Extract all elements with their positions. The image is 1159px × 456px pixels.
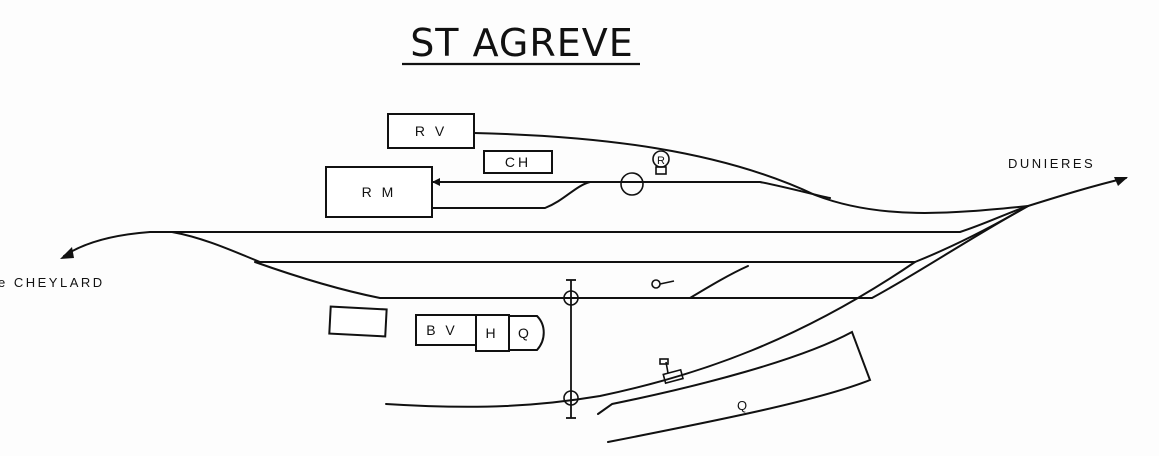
siding-rm-upper xyxy=(431,181,831,199)
building-small xyxy=(328,305,388,338)
signal-icon xyxy=(651,279,661,289)
building-bv xyxy=(415,314,477,346)
destination-dunieres: DUNIERES xyxy=(1008,156,1095,171)
loading-gauge-top xyxy=(659,358,669,365)
crossing-gate-icon xyxy=(563,290,579,306)
platform-track xyxy=(254,205,1029,299)
crossing-gate-icon xyxy=(563,390,579,406)
building-rm xyxy=(325,166,433,218)
station-title: ST AGREVE xyxy=(410,21,634,65)
loading-gauge-icon xyxy=(662,368,684,385)
main-track xyxy=(149,205,1029,233)
building-ch xyxy=(483,150,553,174)
turntable-icon xyxy=(620,172,644,196)
water-tank-base xyxy=(655,166,667,175)
goods-platform xyxy=(597,330,872,443)
goods-platform-label: Q xyxy=(737,398,747,413)
signal-arm xyxy=(659,280,675,285)
buffer-icon xyxy=(432,178,440,186)
building-rm-label: R M xyxy=(362,184,397,200)
destination-cheylard: e CHEYLARD xyxy=(0,275,105,290)
building-rv-label: R V xyxy=(415,123,447,139)
building-h xyxy=(475,314,510,352)
building-h-label: H xyxy=(485,325,498,341)
arrow-left-icon xyxy=(60,247,74,259)
building-q-small-label: Q xyxy=(518,325,532,341)
passing-loop xyxy=(171,205,1029,263)
line-to-dunieres xyxy=(1027,177,1127,207)
lower-siding xyxy=(385,261,916,408)
arrow-right-icon xyxy=(1114,177,1128,186)
siding-rv xyxy=(473,132,1029,214)
water-tank-label: R xyxy=(657,155,665,167)
building-ch-label: CH xyxy=(505,154,531,170)
crossover xyxy=(689,265,749,299)
building-rv xyxy=(387,113,475,149)
building-q-small xyxy=(508,315,545,351)
siding-rm-lower xyxy=(431,181,591,209)
building-bv-label: B V xyxy=(426,322,458,338)
line-to-cheylard xyxy=(63,231,151,257)
